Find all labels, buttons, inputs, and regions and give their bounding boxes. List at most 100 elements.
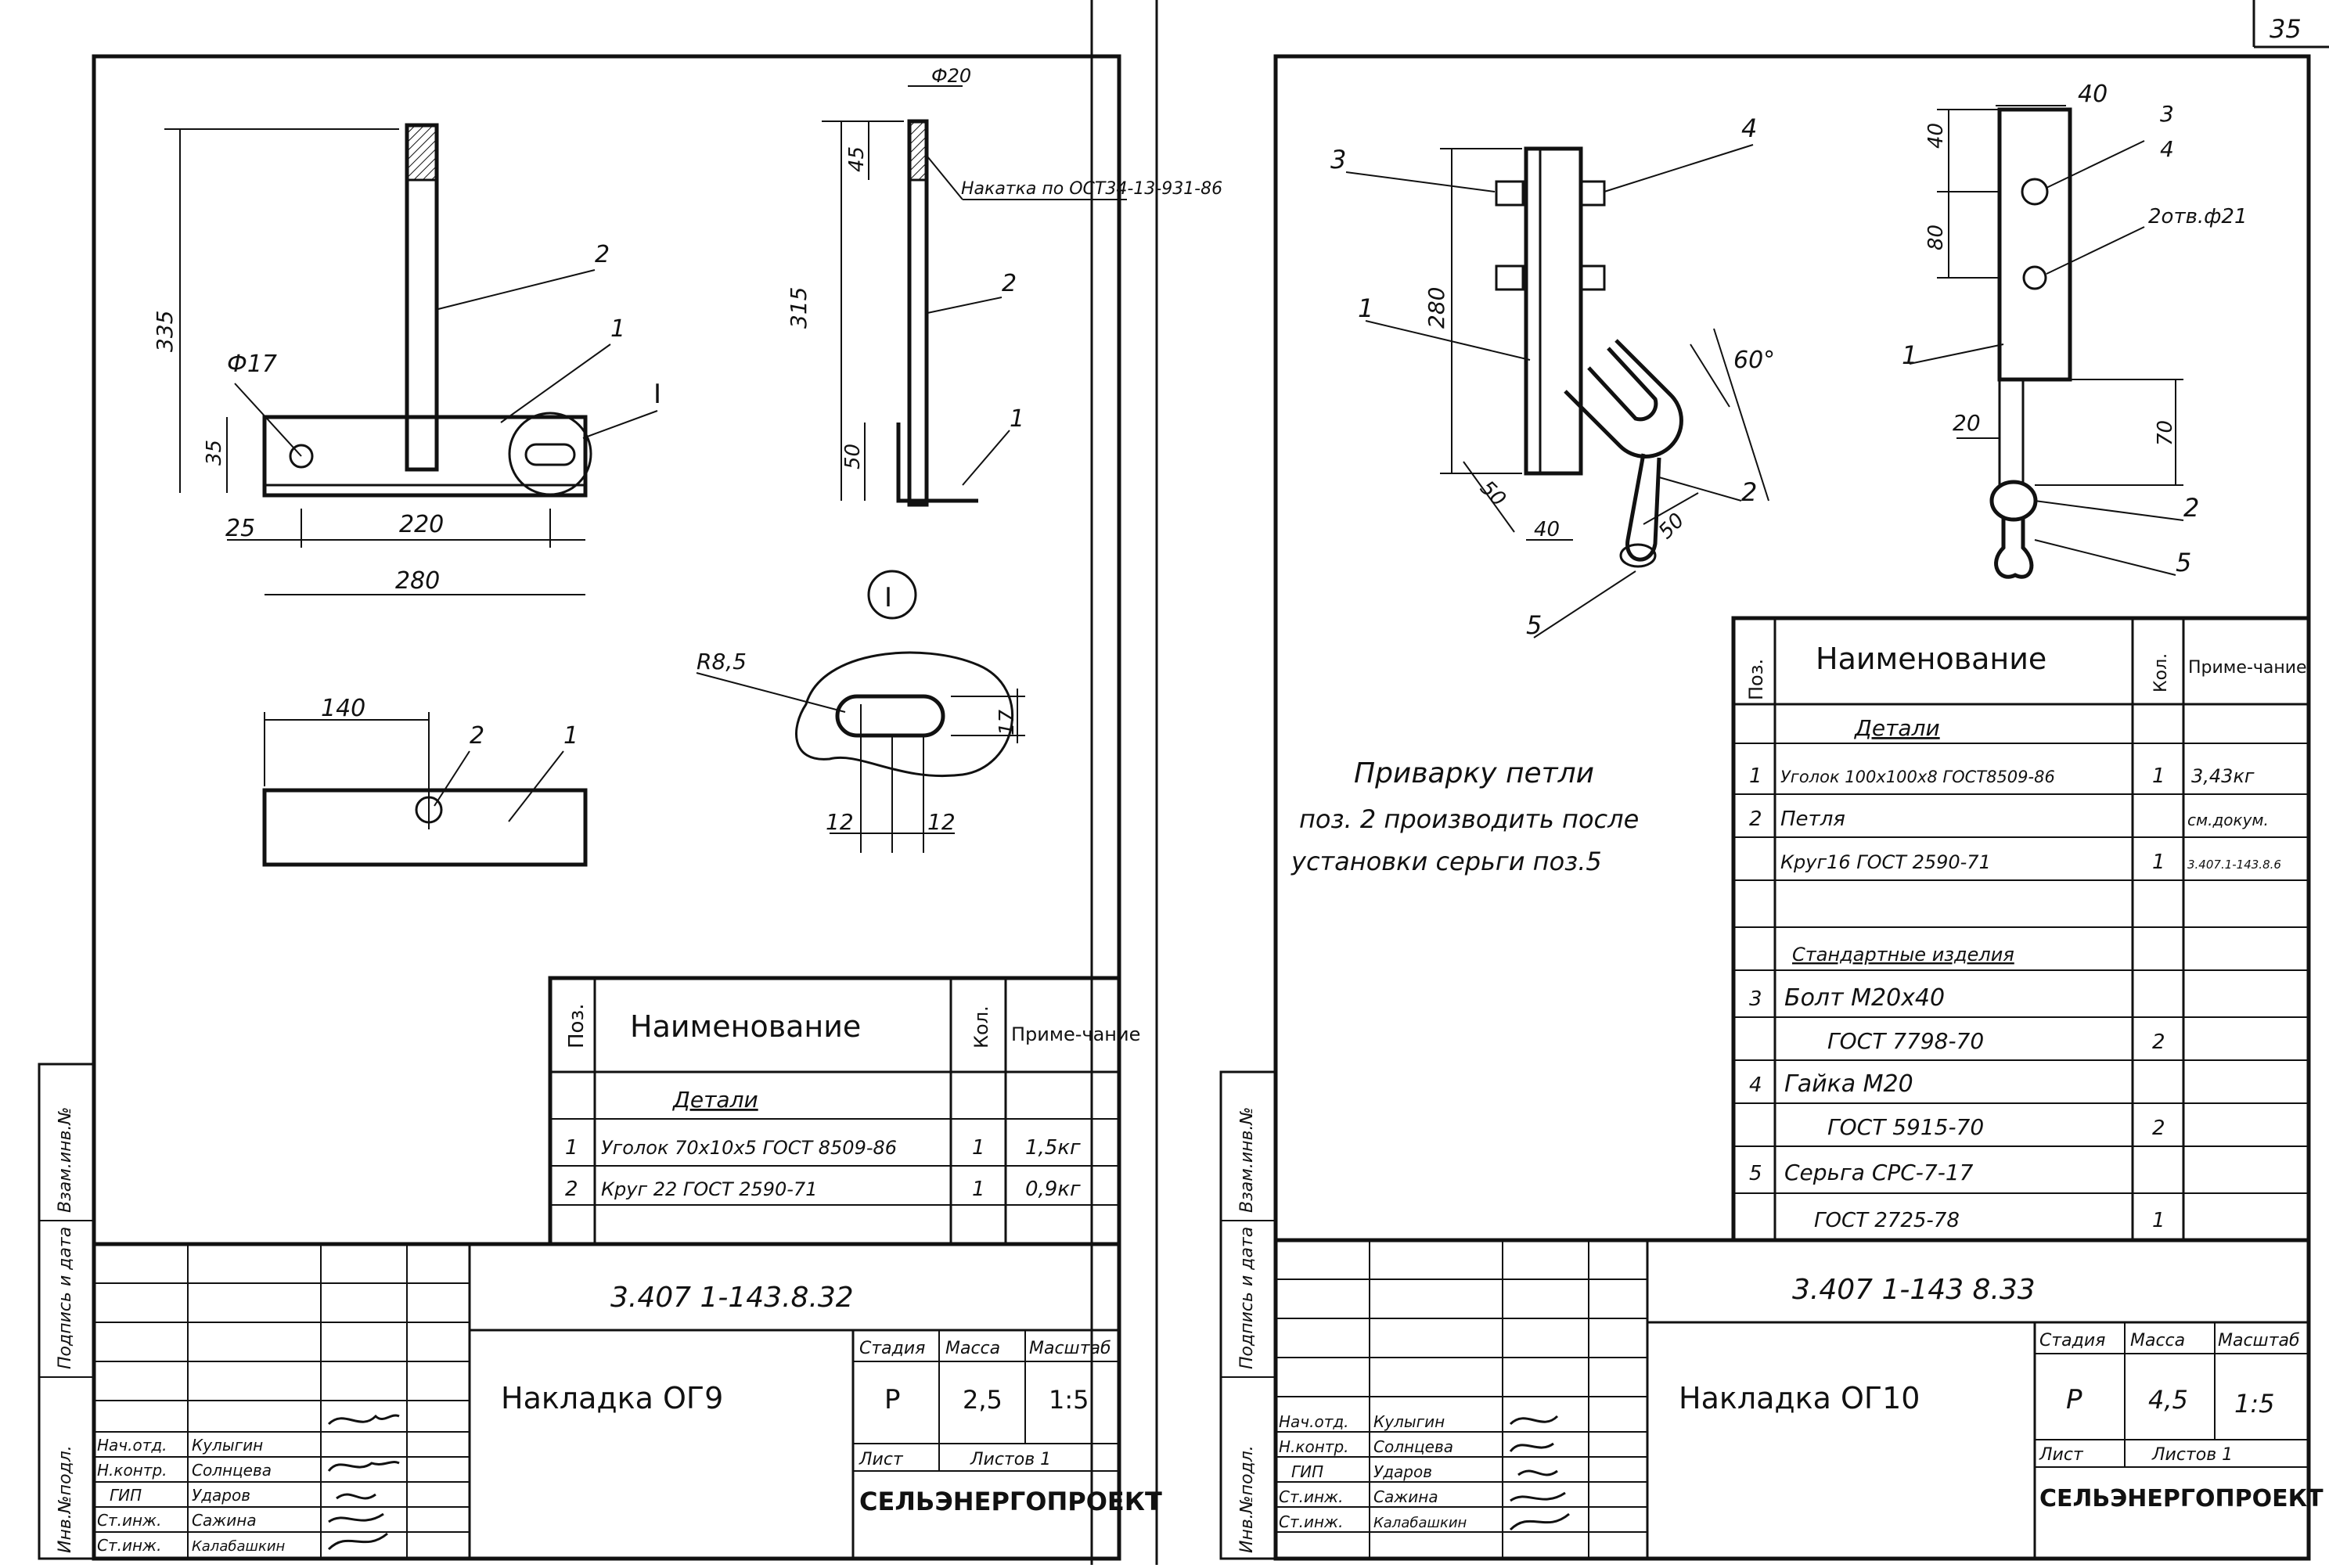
- plan-plate: [262, 788, 588, 867]
- rsignature-3: [1517, 1469, 1558, 1476]
- right-role-1: Нач.отд.: [1279, 1412, 1349, 1431]
- right-role-3: ГИП: [1291, 1462, 1323, 1481]
- signature-1: [327, 1414, 400, 1426]
- right-front-view: 3 4 1 2 5 280 60° 50 40 50: [1330, 113, 1775, 640]
- rcallout-2: 2: [1741, 477, 1757, 507]
- rcallout-4-side: 4: [2160, 136, 2174, 162]
- hole-17: [289, 444, 314, 469]
- right-name-4: Сажина: [1373, 1487, 1438, 1506]
- right-name-3: Ударов: [1373, 1462, 1432, 1481]
- right-spec-r9-qty: 1: [2152, 1209, 2165, 1232]
- left-spec-section: Детали: [671, 1087, 758, 1113]
- dim-12-b: 12: [927, 809, 956, 835]
- dim-12-a: 12: [826, 809, 854, 835]
- left-role-3: ГИП: [110, 1486, 142, 1505]
- rdim-40-top: 40: [2078, 81, 2108, 108]
- left-spec-head-name: Наименование: [630, 1009, 861, 1044]
- left-stage: Р: [884, 1384, 901, 1415]
- dim-25: 25: [225, 515, 255, 542]
- angle-side-right: [1997, 107, 2072, 382]
- rcallout-3-side: 3: [2160, 101, 2174, 127]
- right-spec-r2-pos: 2: [1749, 807, 1762, 831]
- rdim-60deg: 60°: [1733, 347, 1775, 374]
- shackle-pos5: [1625, 453, 1661, 562]
- callout-1-front: 1: [610, 315, 625, 343]
- left-spec-head-note: Приме-чание: [1011, 1023, 1140, 1045]
- left-front-view: Ф17 335 35 25 220 280 2 1 I: [152, 123, 661, 595]
- left-spec-r2-pos: 2: [565, 1178, 578, 1201]
- dim-50: 50: [841, 444, 865, 469]
- right-title-block: 3.407 1-143 8.33 Накладка ОГ10 Стадия Ма…: [1273, 1238, 2324, 1561]
- left-name-3: Ударов: [192, 1486, 250, 1505]
- callout-2-front: 2: [595, 241, 610, 268]
- angle-plate-outline: [262, 415, 588, 498]
- dim-335: 335: [152, 311, 178, 352]
- right-spec-r3-name: Круг16 ГОСТ 2590-71: [1780, 851, 1991, 873]
- angle-front: [1524, 146, 1583, 476]
- right-spec-r3-qty: 1: [2152, 851, 2165, 874]
- rcallout-5: 5: [1526, 610, 1542, 640]
- detail-I-circle: [508, 412, 592, 496]
- page-number: 35: [2270, 14, 2302, 44]
- right-spec-r7-qty: 2: [2152, 1117, 2165, 1140]
- right-spec-r1-pos: 1: [1749, 764, 1762, 788]
- note-line-3: установки серьги поз.5: [1290, 847, 1602, 876]
- right-side-stamp-inv: Инв.№подл.: [1237, 1445, 1257, 1553]
- rsignature-4: [1510, 1491, 1566, 1502]
- right-doc-code: 3.407 1-143 8.33: [1792, 1274, 2036, 1306]
- dim-45: 45: [845, 146, 869, 172]
- bolt-head-1: [1495, 180, 1524, 207]
- left-plan-view: 140 2 1: [262, 695, 588, 867]
- callout-I: I: [653, 379, 661, 410]
- left-sheet-head: Лист: [859, 1450, 904, 1469]
- left-scale-head: Масштаб: [1029, 1339, 1111, 1358]
- rdim-50-a: 50: [1475, 477, 1510, 512]
- left-side-stamp-sign: Подпись и дата: [56, 1227, 75, 1369]
- left-sheet: Инв.№подл. Подпись и дата Взам.инв.№: [38, 54, 1222, 1561]
- right-spec-section-1: Детали: [1853, 715, 1940, 741]
- left-stage-head: Стадия: [859, 1339, 925, 1358]
- left-mass: 2,5: [963, 1385, 1003, 1415]
- left-spec-head-pos: Поз.: [565, 1003, 589, 1048]
- callout-1-plan: 1: [563, 722, 578, 750]
- left-side-stamp-inv: Инв.№подл.: [56, 1445, 75, 1553]
- left-name-4: Сажина: [192, 1511, 257, 1530]
- left-spec-r2-qty: 1: [972, 1178, 985, 1201]
- dim-phi20: Ф20: [931, 65, 971, 87]
- right-spec-r6-name: Гайка М20: [1784, 1070, 1913, 1098]
- rdim-50-b: 50: [1654, 509, 1690, 544]
- right-sheet-head: Лист: [2039, 1445, 2084, 1465]
- rcallout-1-side: 1: [1902, 340, 1917, 370]
- left-title-block: 3.407 1-143.8.32 Накладка ОГ9 Стадия Мас…: [92, 1242, 1162, 1561]
- left-spec-r1-name: Уголок 70х10х5 ГОСТ 8509-86: [601, 1137, 897, 1159]
- left-doc-code: 3.407 1-143.8.32: [610, 1282, 854, 1314]
- slot: [524, 443, 576, 466]
- right-name-5: Калабашкин: [1373, 1515, 1467, 1531]
- left-role-4: Ст.инж.: [97, 1511, 161, 1530]
- rdim-70: 70: [2154, 420, 2177, 446]
- rcallout-4: 4: [1741, 113, 1757, 143]
- angle-side: [896, 423, 978, 503]
- rod-knurl: [405, 124, 438, 182]
- nut-2: [1579, 264, 1606, 291]
- signature-4: [328, 1512, 384, 1523]
- note-line-2: поз. 2 производить после: [1299, 804, 1639, 834]
- dim-35: 35: [203, 440, 226, 466]
- left-name-1: Кулыгин: [192, 1436, 263, 1455]
- callout-1-side: 1: [1010, 405, 1024, 433]
- rdim-20: 20: [1953, 410, 1981, 436]
- right-role-2: Н.контр.: [1279, 1437, 1349, 1456]
- rdim-40-a: 40: [1534, 518, 1560, 541]
- right-spec-r1-note: 3,43кг: [2191, 765, 2255, 787]
- right-spec-r2-name: Петля: [1780, 807, 1845, 831]
- dim-140: 140: [321, 695, 365, 722]
- right-name-1: Кулыгин: [1373, 1412, 1445, 1431]
- left-role-1: Нач.отд.: [97, 1436, 167, 1455]
- left-spec-r2-note: 0,9кг: [1025, 1178, 1081, 1201]
- dim-hole-17: Ф17: [227, 351, 277, 378]
- rsignature-5: [1509, 1512, 1570, 1531]
- left-spec-table: Поз. Наименование Кол. Приме-чание Детал…: [548, 976, 1140, 1246]
- loop-pos2: [1564, 339, 1683, 459]
- right-spec-r4-pos: 3: [1749, 987, 1762, 1011]
